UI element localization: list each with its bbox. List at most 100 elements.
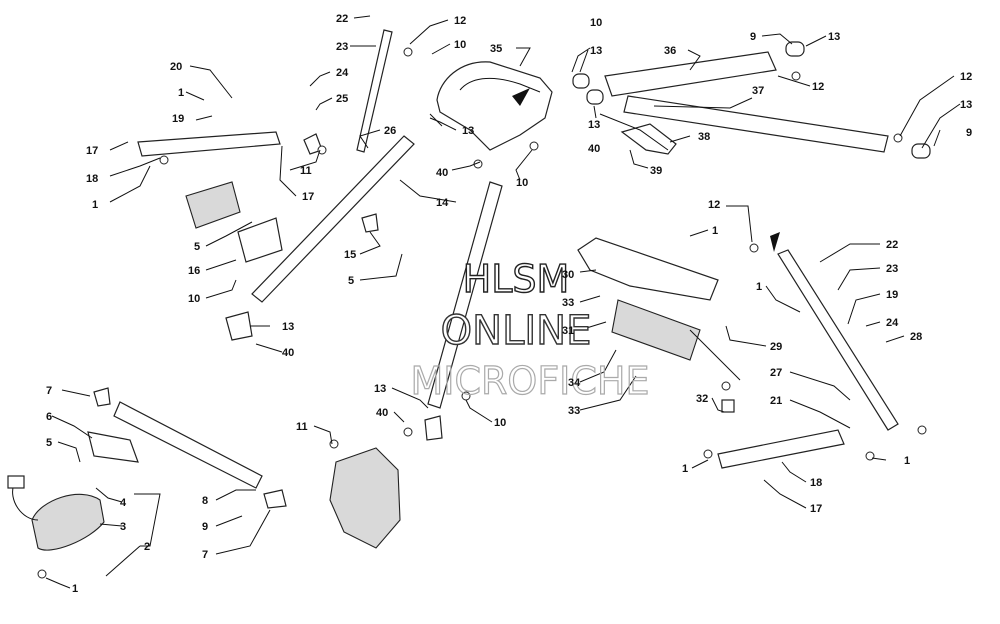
callout-40: 40: [588, 143, 600, 155]
callout-12: 12: [812, 81, 824, 93]
callout-5: 5: [348, 275, 354, 287]
watermark-line-2: ONLINE: [441, 308, 592, 354]
callout-10: 10: [188, 293, 200, 305]
callout-19: 19: [886, 289, 898, 301]
callout-37: 37: [752, 85, 764, 97]
bolt-a: [403, 47, 413, 57]
callout-40: 40: [282, 347, 294, 359]
callout-1: 1: [904, 455, 910, 467]
part-bar-18-lower: [717, 429, 845, 469]
callout-7: 7: [202, 549, 208, 561]
callout-22: 22: [336, 13, 348, 25]
bolt-n: [865, 451, 875, 461]
bolt-b: [791, 71, 801, 81]
callout-17: 17: [86, 145, 98, 157]
part-clamp-13-mid: [424, 415, 443, 441]
callout-24: 24: [886, 317, 899, 329]
callout-17: 17: [302, 191, 314, 203]
callout-40: 40: [376, 407, 388, 419]
leader-lines: [45, 15, 961, 589]
callout-5: 5: [46, 437, 52, 449]
callout-9: 9: [202, 521, 208, 533]
part-actuator-3: [31, 493, 105, 551]
callout-34: 34: [568, 377, 581, 389]
callout-14: 14: [436, 197, 449, 209]
part-casting-lower: [329, 447, 401, 549]
bolt-e: [317, 145, 327, 155]
callout-10: 10: [494, 417, 506, 429]
callout-4: 4: [120, 497, 127, 509]
callout-12: 12: [454, 15, 466, 27]
callout-13: 13: [462, 125, 474, 137]
part-bracket-16: [237, 217, 283, 263]
part-tube-14-center: [427, 181, 503, 409]
part-tube-14-left: [251, 135, 415, 303]
callout-13: 13: [960, 99, 972, 111]
part-bar-18-upper: [137, 131, 281, 157]
callout-20: 20: [170, 61, 182, 73]
callout-18: 18: [86, 173, 98, 185]
bolt-l: [37, 569, 47, 579]
bolt-p: [721, 381, 731, 391]
callout-23: 23: [336, 41, 348, 53]
callout-27: 27: [770, 367, 782, 379]
callout-17: 17: [810, 503, 822, 515]
callout-7: 7: [46, 385, 52, 397]
callout-6: 6: [46, 411, 52, 423]
callout-2: 2: [144, 541, 150, 553]
callout-numbers: 22 12 10 9 13 23 10 35 13 36 20 24 12 12…: [46, 13, 972, 595]
callout-1: 1: [712, 225, 718, 237]
callout-11: 11: [296, 421, 308, 433]
callout-21: 21: [770, 395, 782, 407]
bolt-d: [159, 155, 169, 165]
callout-16: 16: [188, 265, 200, 277]
callout-15: 15: [344, 249, 356, 261]
part-bar-23-upper: [356, 29, 393, 153]
callout-29: 29: [770, 341, 782, 353]
callout-22: 22: [886, 239, 898, 251]
part-clip-7b: [263, 489, 287, 509]
callout-26: 26: [384, 125, 396, 137]
callout-35: 35: [490, 43, 502, 55]
callout-13: 13: [588, 119, 600, 131]
callout-13: 13: [282, 321, 294, 333]
callout-9: 9: [966, 127, 972, 139]
callout-23: 23: [886, 263, 898, 275]
part-module-16: [185, 181, 241, 229]
part-bracket-35: [436, 61, 553, 151]
callout-31: 31: [562, 325, 574, 337]
callout-30: 30: [562, 269, 574, 281]
callout-33: 33: [562, 297, 574, 309]
callout-5: 5: [194, 241, 200, 253]
bolt-o: [703, 449, 713, 459]
callout-1: 1: [72, 583, 78, 595]
bolt-j: [403, 427, 413, 437]
callout-18: 18: [810, 477, 822, 489]
part-bracket-6: [87, 431, 139, 463]
part-harness-bracket-30: [577, 237, 719, 301]
part-tube-36: [604, 51, 777, 97]
callout-36: 36: [664, 45, 676, 57]
callout-13: 13: [828, 31, 840, 43]
watermark-line-1: HLSM: [463, 257, 570, 301]
callout-13: 13: [590, 45, 602, 57]
callout-1: 1: [178, 87, 184, 99]
callout-1: 1: [756, 281, 762, 293]
part-bushing-13d: [911, 143, 931, 159]
callout-11: 11: [300, 165, 312, 177]
callout-19: 19: [172, 113, 184, 125]
part-bushing-13c: [785, 41, 805, 57]
callout-40: 40: [436, 167, 448, 179]
callout-25: 25: [336, 93, 348, 105]
part-clamp-13-low: [225, 311, 253, 341]
callout-32: 32: [696, 393, 708, 405]
bolt-f: [529, 141, 539, 151]
watermark-line-3: MICROFICHE: [410, 359, 649, 403]
bolt-h: [749, 243, 759, 253]
callout-39: 39: [650, 165, 662, 177]
part-harness-31: [611, 299, 701, 361]
parts-layer: [7, 29, 931, 579]
callout-10: 10: [590, 17, 602, 29]
arrow-marker-a: [512, 88, 530, 106]
callout-10: 10: [516, 177, 528, 189]
